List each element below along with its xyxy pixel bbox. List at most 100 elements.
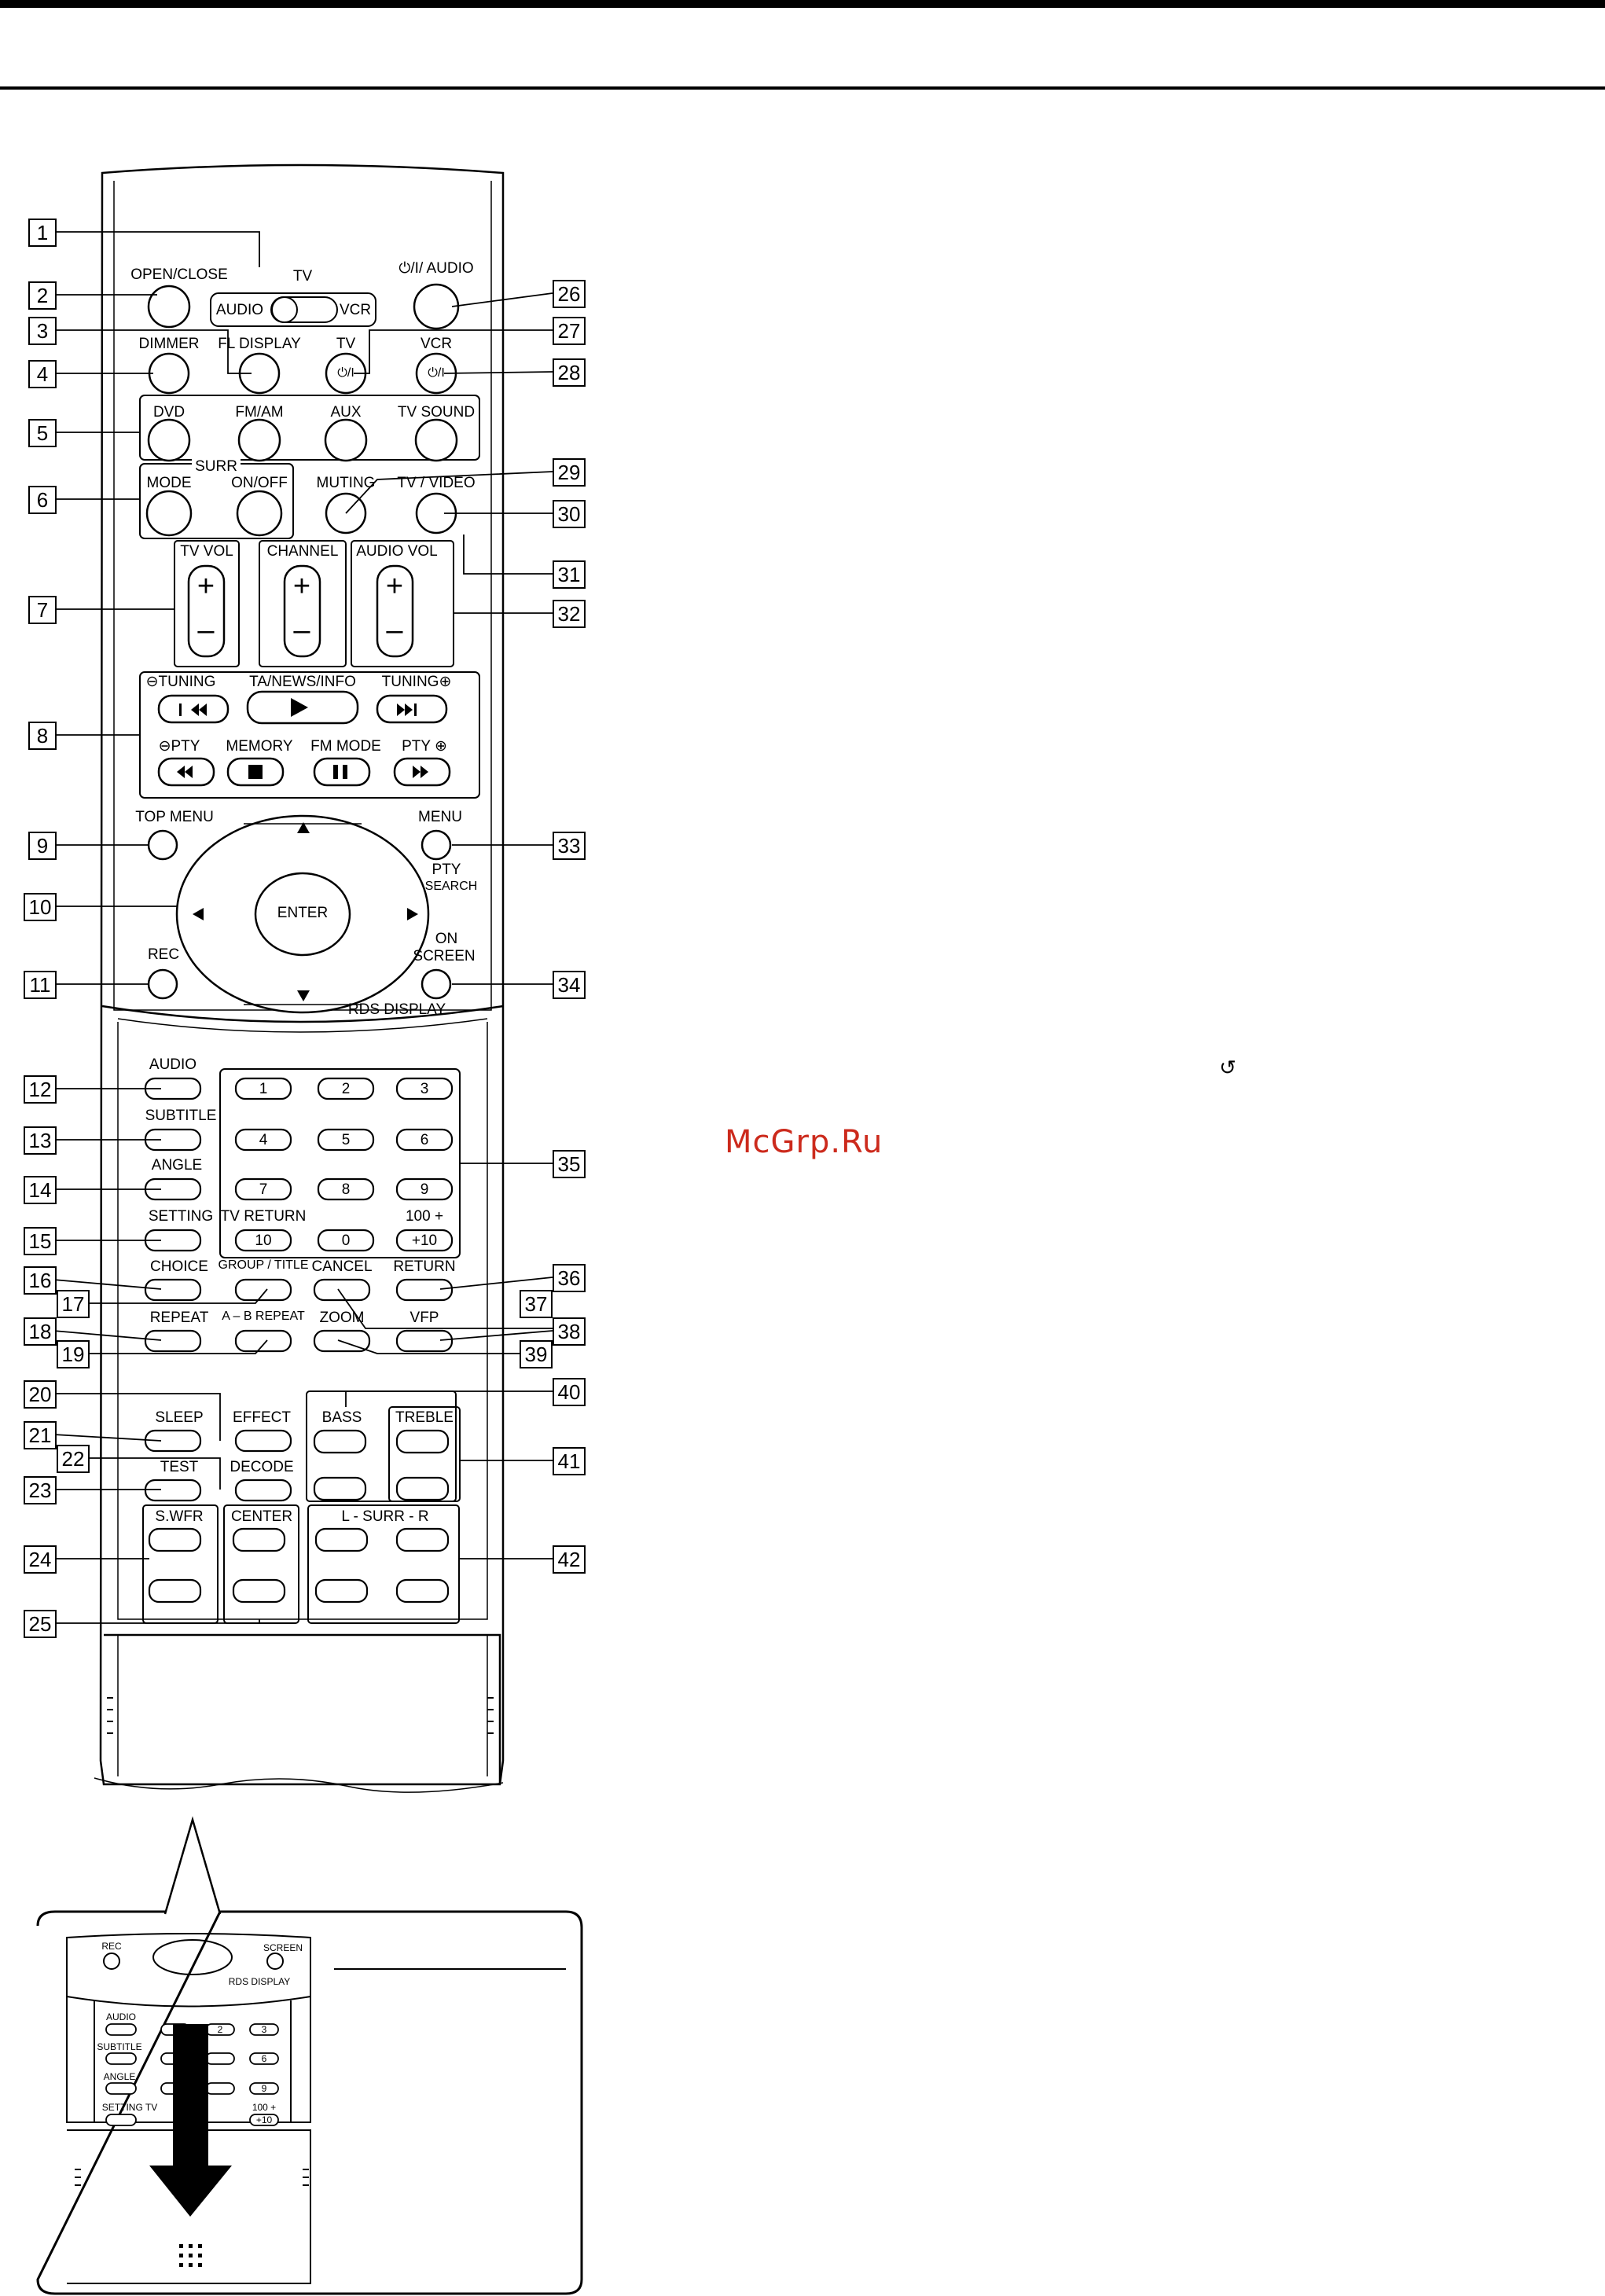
callout-36: 36 <box>553 1264 586 1292</box>
callout-5: 5 <box>28 419 57 447</box>
callout-9: 9 <box>28 832 57 860</box>
callout-37: 37 <box>520 1290 553 1318</box>
label-group-title: GROUP / TITLE <box>218 1258 309 1272</box>
label-rds-display: RDS DISPLAY <box>347 1001 446 1018</box>
label-tv-video: TV / VIDEO <box>397 475 476 491</box>
label-cancel: CANCEL <box>311 1258 373 1275</box>
label-tuning-plus: TUNING⊕ <box>381 674 452 690</box>
label-fm-am: FM/AM <box>235 404 284 421</box>
callout-11: 11 <box>24 971 57 999</box>
inset-digit-2: 2 <box>217 2024 223 2035</box>
callout-4: 4 <box>28 360 57 388</box>
inset-label-subtitle: SUBTITLE <box>97 2041 142 2052</box>
label-audio: AUDIO <box>149 1056 197 1073</box>
callout-2: 2 <box>28 281 57 310</box>
digit-10[interactable]: 10 <box>255 1232 272 1249</box>
inset-label-100: 100 + <box>252 2102 277 2113</box>
audio-vol-plus: + <box>385 570 404 603</box>
label-audio-vol: AUDIO VOL <box>356 543 438 560</box>
digit-plus10[interactable]: +10 <box>411 1232 438 1249</box>
callout-33: 33 <box>553 832 586 860</box>
callout-6: 6 <box>28 486 57 514</box>
digit-3[interactable]: 3 <box>420 1081 429 1097</box>
label-l-surr-r: L - SURR - R <box>341 1508 429 1525</box>
label-setting: SETTING <box>148 1208 214 1225</box>
label-memory: MEMORY <box>226 738 293 755</box>
inset-label-plus10: +10 <box>255 2114 273 2125</box>
label-rec: REC <box>147 946 180 963</box>
label-open-close: OPEN/CLOSE <box>130 266 228 283</box>
label-tv-power: TV <box>336 336 356 352</box>
label-vcr-power: VCR <box>420 336 453 352</box>
inset-label-rds: RDS DISPLAY <box>228 1976 291 1987</box>
label-vfp: VFP <box>410 1310 439 1326</box>
callout-40: 40 <box>553 1378 586 1406</box>
label-ta-news-info: TA/NEWS/INFO <box>249 674 356 690</box>
label-repeat: REPEAT <box>149 1310 209 1326</box>
inset-label-angle: ANGLE <box>103 2071 136 2082</box>
label-tuning-minus: ⊖TUNING <box>145 674 216 690</box>
callout-30: 30 <box>553 500 586 528</box>
callout-26: 26 <box>553 280 586 308</box>
digit-0[interactable]: 0 <box>341 1232 351 1249</box>
callout-21: 21 <box>24 1421 57 1449</box>
inset-digit-9: 9 <box>261 2083 267 2094</box>
label-switch-audio: AUDIO <box>215 302 264 318</box>
label-sleep: SLEEP <box>155 1409 204 1426</box>
callout-34: 34 <box>553 971 586 999</box>
label-tv-switch: TV <box>292 268 313 285</box>
label-100-plus: 100 + <box>405 1208 444 1225</box>
label-dimmer: DIMMER <box>138 336 200 352</box>
callout-15: 15 <box>24 1227 57 1255</box>
callout-22: 22 <box>57 1445 90 1473</box>
audio-vol-minus: – <box>386 614 403 647</box>
label-channel: CHANNEL <box>266 543 339 560</box>
callout-20: 20 <box>24 1380 57 1409</box>
tv-vol-minus: – <box>197 614 215 647</box>
digit-8[interactable]: 8 <box>341 1181 351 1198</box>
label-search: SEARCH <box>424 880 478 893</box>
digit-4[interactable]: 4 <box>259 1132 268 1148</box>
callout-1: 1 <box>28 219 57 247</box>
top-rule-thin <box>0 86 1605 90</box>
label-tv-return: TV RETURN <box>220 1208 307 1225</box>
callout-32: 32 <box>553 600 586 628</box>
inset-label-setting: SETTING TV <box>101 2102 158 2113</box>
label-test: TEST <box>160 1459 199 1475</box>
label-zoom: ZOOM <box>319 1310 365 1326</box>
callout-39: 39 <box>520 1340 553 1368</box>
inset-digit-1: 1 <box>172 2024 178 2035</box>
callout-23: 23 <box>24 1476 57 1504</box>
label-decode: DECODE <box>230 1459 294 1475</box>
callout-7: 7 <box>28 596 57 624</box>
tv-vol-plus: + <box>196 570 215 603</box>
digit-5[interactable]: 5 <box>341 1132 351 1148</box>
label-tv-power-sym: ⏻/I <box>337 366 354 380</box>
label-top-menu: TOP MENU <box>135 809 214 825</box>
callout-38: 38 <box>553 1317 586 1346</box>
label-pty: PTY <box>432 861 461 878</box>
label-effect: EFFECT <box>233 1409 291 1426</box>
digit-2[interactable]: 2 <box>341 1081 351 1097</box>
callout-10: 10 <box>24 893 57 921</box>
digit-7[interactable]: 7 <box>259 1181 268 1198</box>
callout-27: 27 <box>553 317 586 345</box>
callout-3: 3 <box>28 317 57 345</box>
digit-6[interactable]: 6 <box>420 1132 429 1148</box>
digit-9[interactable]: 9 <box>420 1181 429 1198</box>
label-swfr: S.WFR <box>155 1508 204 1525</box>
label-tv-sound: TV SOUND <box>397 404 476 421</box>
label-mode: MODE <box>146 475 192 491</box>
inset-digit-3: 3 <box>261 2024 267 2035</box>
callout-41: 41 <box>553 1447 586 1475</box>
watermark: McGrp.Ru <box>725 1124 883 1160</box>
label-return: RETURN <box>393 1258 456 1275</box>
callout-13: 13 <box>24 1126 57 1155</box>
label-pty-plus: PTY ⊕ <box>402 738 447 755</box>
label-muting: MUTING <box>316 475 376 491</box>
inset-label-audio: AUDIO <box>105 2011 137 2022</box>
label-subtitle: SUBTITLE <box>145 1108 217 1124</box>
digit-1[interactable]: 1 <box>259 1081 268 1097</box>
label-bass: BASS <box>321 1409 362 1426</box>
inset-label-screen: SCREEN <box>263 1942 303 1953</box>
